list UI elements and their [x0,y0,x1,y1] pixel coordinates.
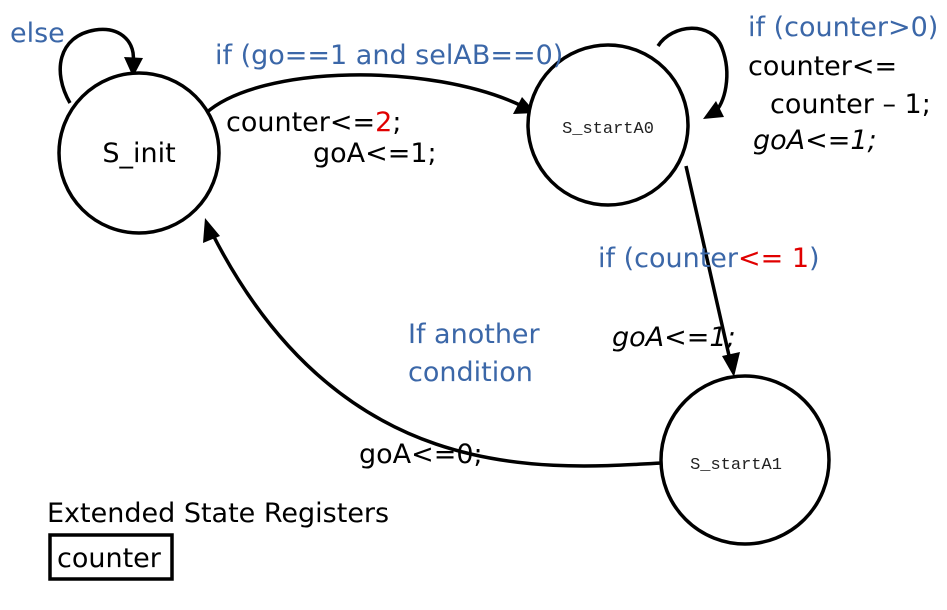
state-startA1: S_startA1 [659,374,831,546]
init-to-startA0-action-counter: counter<=2; [226,107,401,138]
register-name-counter: counter [57,543,162,574]
state-startA1-label: S_startA1 [690,456,782,475]
startA0-self-action-goA: goA<=1; [753,125,877,156]
init-to-startA0-action-counter-pre: counter<= [226,107,375,138]
arrowhead-init-self [124,57,143,77]
startA0-self-condition: if (counter>0) [748,12,938,43]
register-box-counter [48,533,174,581]
arrowhead-startA0-to-startA1 [722,352,740,377]
registers-title: Extended State Registers [47,498,389,529]
startA0-self-action-decrement: counter – 1; [770,89,931,120]
state-init-label: S_init [102,138,175,169]
state-startA1-circle [659,374,831,546]
init-self-condition: else [10,18,65,49]
state-startA0-label: S_startA0 [562,120,654,139]
startA1-to-init-condition-line1: If another [408,319,541,350]
state-startA0: S_startA0 [526,43,690,207]
init-to-startA0-action-counter-post: ; [392,107,401,138]
edge-init-to-startA0 [204,73,523,115]
state-startA0-circle [526,43,690,207]
state-init-circle [57,71,221,235]
init-to-startA0-condition: if (go==1 and selAB==0) [215,40,563,71]
arrowhead-startA0-self [703,101,724,119]
startA1-to-init-action-goA: goA<=0; [359,439,483,470]
startA0-self-action-counter: counter<= [748,51,897,82]
init-to-startA0-action-goA: goA<=1; [313,138,437,169]
state-init: S_init [57,71,221,235]
startA0-to-startA1-condition-pre: if (counter [598,243,739,274]
startA0-to-startA1-condition: if (counter<= 1) [598,243,820,274]
startA1-to-init-condition-line2: condition [408,357,533,388]
startA0-to-startA1-action-goA: goA<=1; [612,322,736,353]
edge-init-self-loop [58,27,136,104]
edge-startA0-to-startA1 [684,165,732,361]
startA0-to-startA1-condition-post: ) [809,243,820,274]
arrowhead-startA1-to-init [203,218,220,243]
startA0-to-startA1-condition-op: <= 1 [738,243,809,274]
edge-startA1-to-init [210,232,662,468]
init-to-startA0-action-counter-value: 2 [375,107,392,138]
edge-startA0-self-loop [656,26,729,115]
